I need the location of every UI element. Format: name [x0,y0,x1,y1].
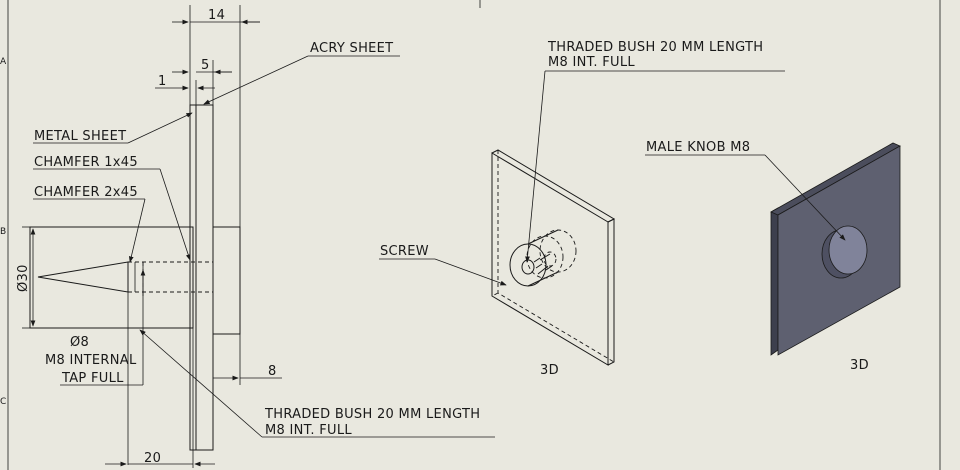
acry-sheet-plate [195,104,214,451]
dim-5-label: 5 [201,58,210,73]
male-knob-label: MALE KNOB M8 [646,140,750,155]
dimension-14: 14 [172,5,260,227]
chamfer-2-label: CHAMFER 2x45 [34,185,138,200]
dimension-1: 1 [155,74,215,105]
metal-sheet-label: METAL SHEET [34,129,126,144]
plate-side [770,207,779,356]
note-screw: SCREW [379,244,507,286]
bush-bottom-line2: M8 INT. FULL [265,423,352,438]
tap-full-note: TAP FULL [61,371,124,386]
bush-body [29,226,194,329]
dimension-5: 5 [172,58,232,105]
acry-sheet-label: ACRY SHEET [310,41,393,56]
dim-1-label: 1 [158,74,167,89]
note-chamfer-1: CHAMFER 1x45 [33,155,191,261]
svg-text:A: A [0,57,7,67]
m8-internal-note: M8 INTERNAL [45,353,137,368]
note-male-knob: MALE KNOB M8 [645,140,846,241]
dim-dia8-label: Ø8 [70,335,89,350]
bush-boss [212,226,241,335]
note-acry-sheet: ACRY SHEET [203,41,400,105]
isometric-view-1: 3D [491,149,616,378]
bush-bottom-line1: THRADED BUSH 20 MM LENGTH [264,407,480,422]
dimension-dia8: Ø8 M8 INTERNAL TAP FULL [45,262,146,465]
view-1-label: 3D [540,363,559,378]
chamfer-1-label: CHAMFER 1x45 [34,155,138,170]
knob-face [828,225,868,275]
note-bush-bottom: THRADED BUSH 20 MM LENGTH M8 INT. FULL [139,329,495,438]
bush-top-line1: THRADED BUSH 20 MM LENGTH [547,40,763,55]
screw-label: SCREW [380,244,429,259]
dimension-dia30: Ø30 [16,226,36,329]
dim-20-label: 20 [144,451,161,466]
dim-8-label: 8 [268,364,277,379]
dimension-8: 8 [213,334,282,385]
isometric-view-2: 3D [770,142,901,373]
svg-text:C: C [0,397,7,407]
note-chamfer-2: CHAMFER 2x45 [33,185,146,263]
dim-14-label: 14 [208,8,225,23]
dim-dia30-label: Ø30 [16,264,31,292]
view-2-label: 3D [850,358,869,373]
screw-cone [37,261,129,293]
dimension-20: 20 [105,328,215,468]
note-bush-top: THRADED BUSH 20 MM LENGTH M8 INT. FULL [525,40,785,263]
note-metal-sheet: METAL SHEET [33,112,193,144]
bush-top-line2: M8 INT. FULL [548,55,635,70]
svg-text:B: B [0,227,6,237]
